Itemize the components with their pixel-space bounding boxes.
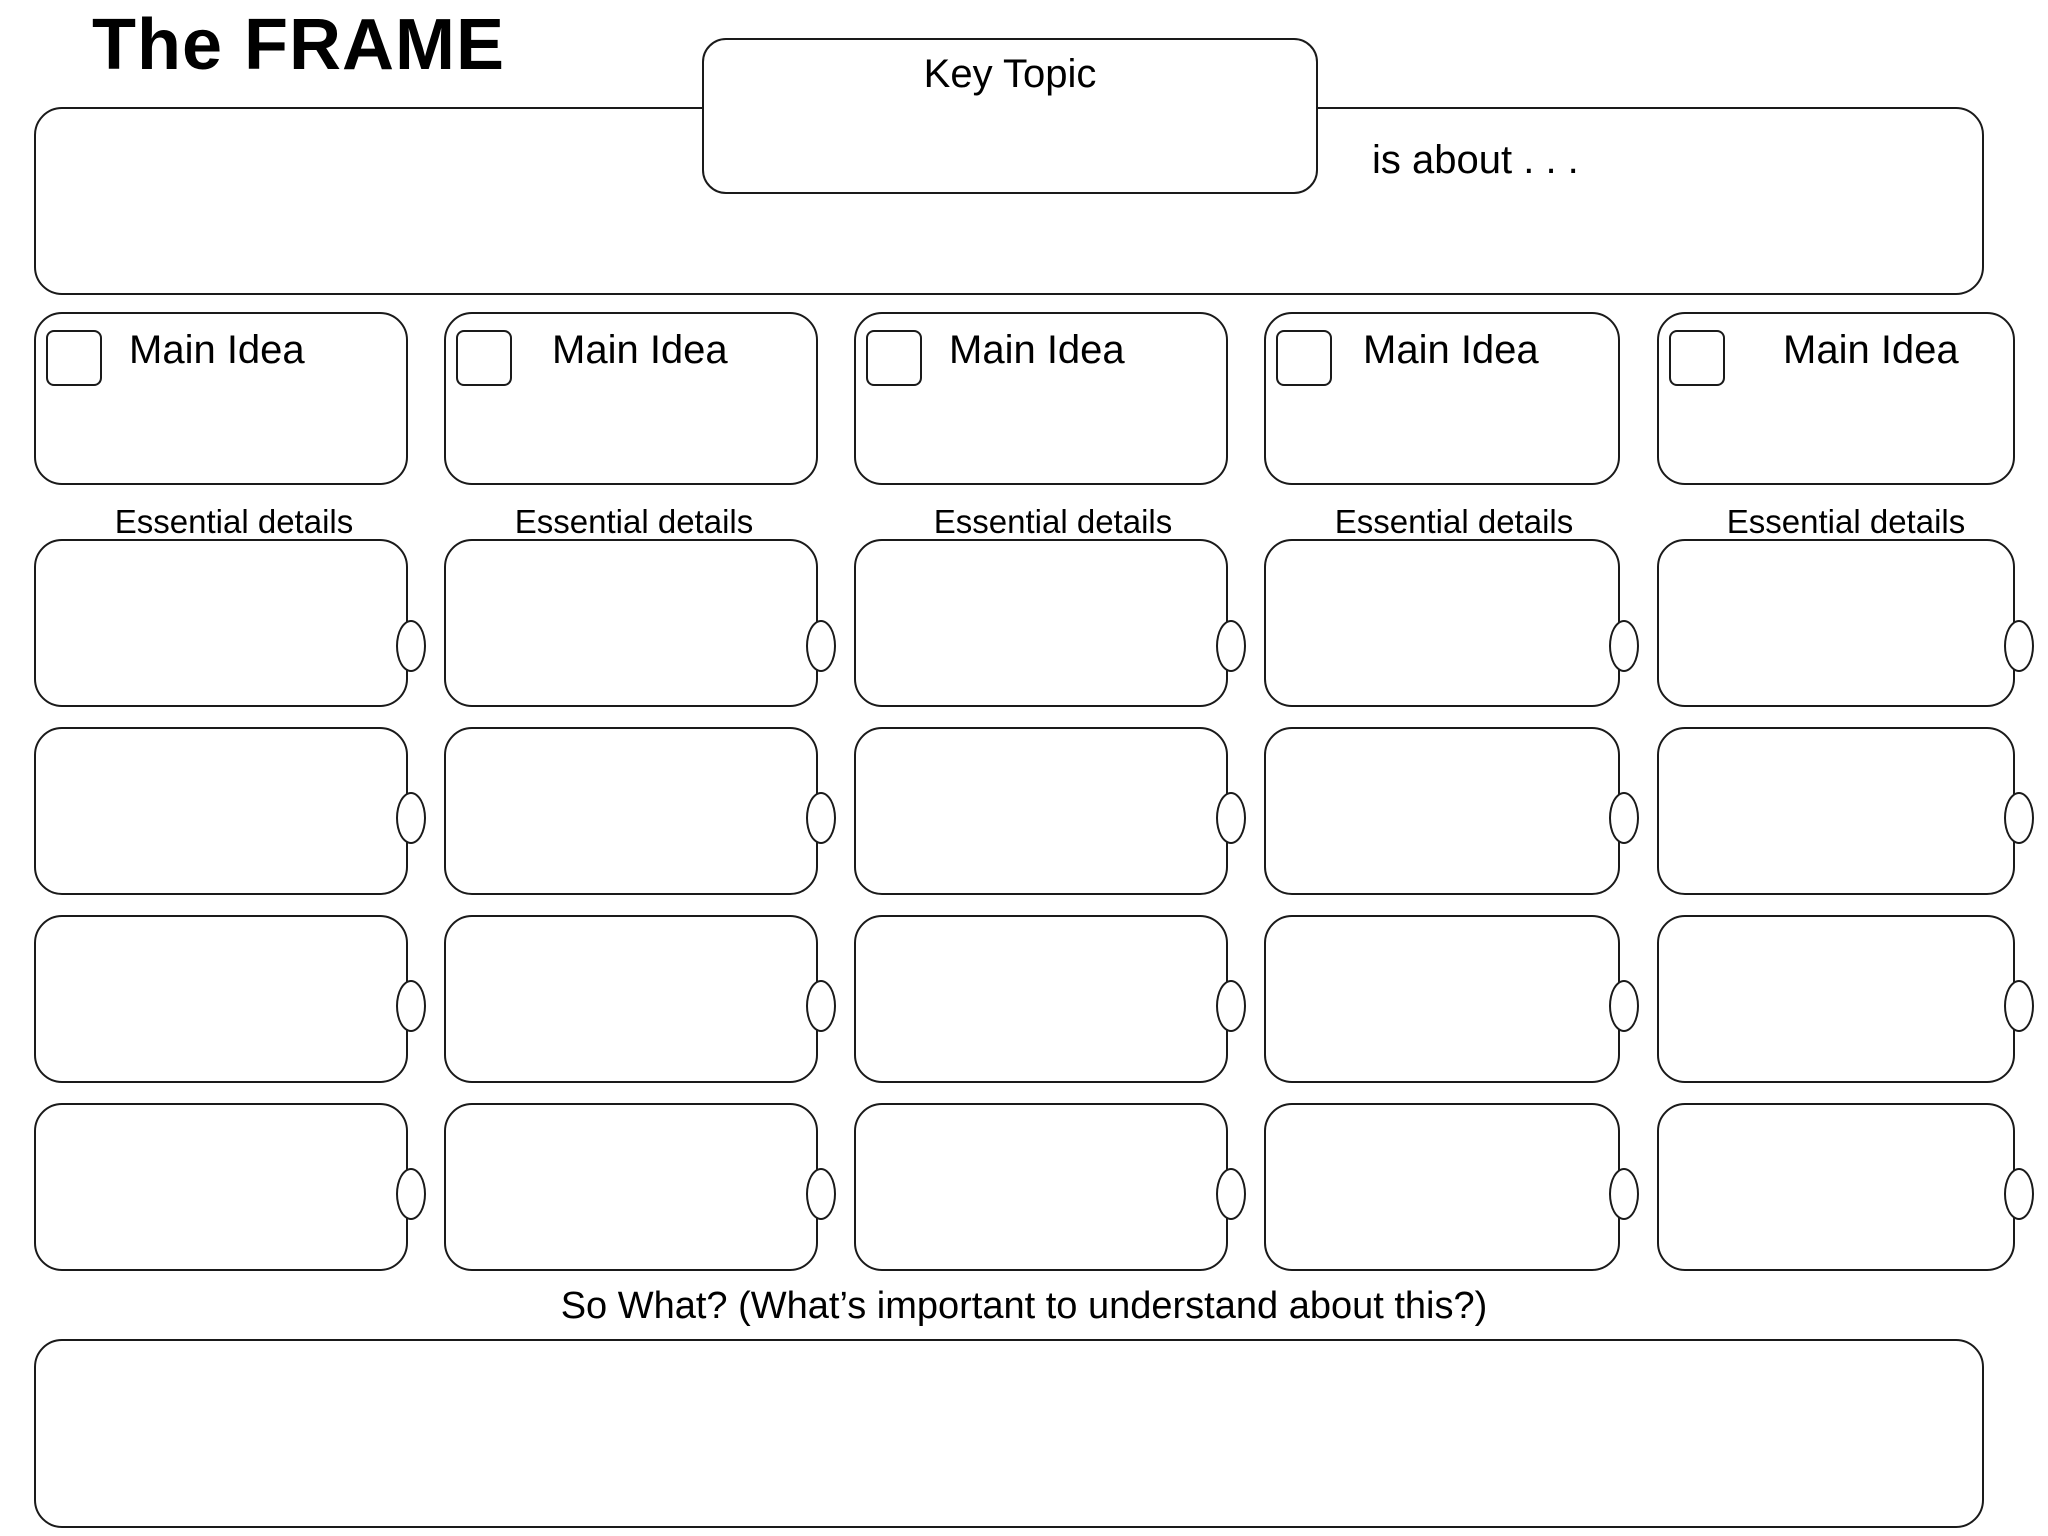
detail-box-4-1[interactable]	[1264, 539, 1620, 707]
connector-oval-2-3	[806, 980, 836, 1032]
main-idea-box-2[interactable]: Main Idea	[444, 312, 818, 485]
main-idea-label-2: Main Idea	[552, 328, 728, 372]
detail-box-1-4[interactable]	[34, 1103, 408, 1271]
main-idea-box-4[interactable]: Main Idea	[1264, 312, 1620, 485]
connector-oval-3-4	[1216, 1168, 1246, 1220]
connector-oval-1-3	[396, 980, 426, 1032]
detail-box-4-3[interactable]	[1264, 915, 1620, 1083]
detail-box-2-4[interactable]	[444, 1103, 818, 1271]
main-idea-box-5[interactable]: Main Idea	[1657, 312, 2015, 485]
connector-oval-2-2	[806, 792, 836, 844]
so-what-label: So What? (What’s important to understand…	[560, 1285, 1488, 1327]
main-idea-box-3[interactable]: Main Idea	[854, 312, 1228, 485]
connector-oval-1-4	[396, 1168, 426, 1220]
connector-oval-3-3	[1216, 980, 1246, 1032]
main-idea-checkbox-1[interactable]	[46, 330, 102, 386]
connector-oval-4-2	[1609, 792, 1639, 844]
detail-box-5-3[interactable]	[1657, 915, 2015, 1083]
detail-box-3-4[interactable]	[854, 1103, 1228, 1271]
essential-details-label-2: Essential details	[514, 503, 754, 540]
main-idea-checkbox-3[interactable]	[866, 330, 922, 386]
main-idea-box-1[interactable]: Main Idea	[34, 312, 408, 485]
main-idea-checkbox-5[interactable]	[1669, 330, 1725, 386]
detail-box-2-1[interactable]	[444, 539, 818, 707]
detail-box-5-1[interactable]	[1657, 539, 2015, 707]
connector-oval-1-1	[396, 620, 426, 672]
detail-box-4-2[interactable]	[1264, 727, 1620, 895]
connector-oval-4-3	[1609, 980, 1639, 1032]
page-title: The FRAME	[92, 5, 505, 85]
detail-box-3-2[interactable]	[854, 727, 1228, 895]
detail-box-2-3[interactable]	[444, 915, 818, 1083]
main-idea-label-5: Main Idea	[1783, 328, 1959, 372]
main-idea-checkbox-2[interactable]	[456, 330, 512, 386]
detail-box-3-1[interactable]	[854, 539, 1228, 707]
connector-oval-5-4	[2004, 1168, 2034, 1220]
so-what-box[interactable]	[34, 1339, 1984, 1528]
detail-box-2-2[interactable]	[444, 727, 818, 895]
detail-box-5-4[interactable]	[1657, 1103, 2015, 1271]
essential-details-label-4: Essential details	[1334, 503, 1574, 540]
detail-box-5-2[interactable]	[1657, 727, 2015, 895]
connector-oval-4-4	[1609, 1168, 1639, 1220]
main-idea-label-4: Main Idea	[1363, 328, 1539, 372]
essential-details-label-5: Essential details	[1726, 503, 1966, 540]
detail-box-1-3[interactable]	[34, 915, 408, 1083]
connector-oval-2-1	[806, 620, 836, 672]
detail-box-4-4[interactable]	[1264, 1103, 1620, 1271]
main-idea-label-3: Main Idea	[949, 328, 1125, 372]
connector-oval-5-1	[2004, 620, 2034, 672]
connector-oval-4-1	[1609, 620, 1639, 672]
detail-box-1-2[interactable]	[34, 727, 408, 895]
connector-oval-1-2	[396, 792, 426, 844]
main-idea-checkbox-4[interactable]	[1276, 330, 1332, 386]
essential-details-label-1: Essential details	[114, 503, 354, 540]
connector-oval-3-2	[1216, 792, 1246, 844]
connector-oval-5-3	[2004, 980, 2034, 1032]
connector-oval-3-1	[1216, 620, 1246, 672]
key-topic-box[interactable]: Key Topic	[702, 38, 1318, 194]
detail-box-1-1[interactable]	[34, 539, 408, 707]
connector-oval-5-2	[2004, 792, 2034, 844]
essential-details-label-3: Essential details	[933, 503, 1173, 540]
key-topic-label: Key Topic	[923, 52, 1097, 96]
connector-oval-2-4	[806, 1168, 836, 1220]
main-idea-label-1: Main Idea	[129, 328, 305, 372]
detail-box-3-3[interactable]	[854, 915, 1228, 1083]
is-about-label: is about . . .	[1372, 138, 1579, 182]
